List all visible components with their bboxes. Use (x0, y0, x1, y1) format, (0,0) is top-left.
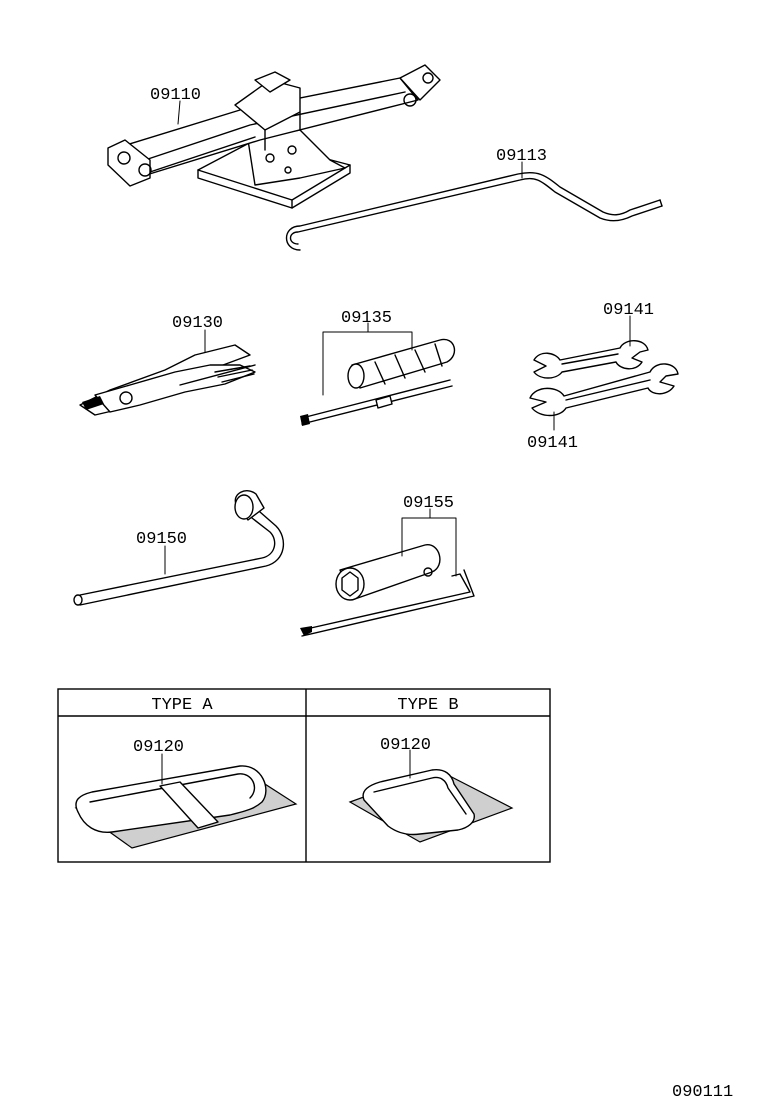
tool-bag-type-b-illustration (348, 768, 514, 843)
jack-handle-illustration (285, 171, 663, 251)
diagram-id: 090111 (672, 1083, 733, 1102)
type-b-header: TYPE B (397, 696, 458, 715)
tool-bag-table (57, 688, 551, 863)
plug-wrench-bracket-line (401, 517, 457, 577)
scissor-jack-illustration (107, 64, 441, 209)
jack-leader-line (177, 100, 181, 125)
plug-wrench-illustration (300, 544, 475, 637)
screwdriver-part-number: 09135 (341, 309, 392, 328)
type-a-header: TYPE A (151, 696, 213, 715)
tool-bag-type-b-part-number: 09120 (380, 736, 431, 755)
wheel-nut-wrench-illustration (73, 490, 285, 606)
wrench-top-illustration (533, 340, 649, 379)
tool-bag-type-a-illustration (74, 765, 298, 849)
pliers-part-number: 09130 (172, 314, 223, 333)
pliers-illustration (79, 344, 256, 416)
jack-part-number: 09110 (150, 86, 201, 105)
wrench-top-part-number: 09141 (603, 301, 654, 320)
wrench-bottom-part-number: 09141 (527, 434, 578, 453)
wheel-nut-wrench-part-number: 09150 (136, 530, 187, 549)
tool-bag-type-a-part-number: 09120 (133, 738, 184, 757)
plug-wrench-part-number: 09155 (403, 494, 454, 513)
screwdriver-illustration (300, 338, 456, 426)
jack-handle-part-number: 09113 (496, 147, 547, 166)
